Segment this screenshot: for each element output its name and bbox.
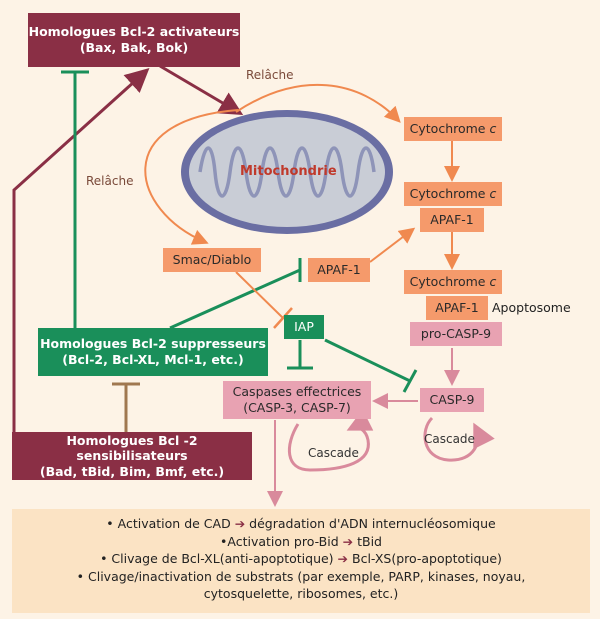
apaf1-label: APAF-1 bbox=[430, 212, 474, 228]
sensitizers-title: Homologues Bcl -2 sensibilisateurs bbox=[66, 432, 198, 464]
effect-text: dégradation d'ADN internucléosomique bbox=[249, 516, 496, 531]
effect-line-1: • Activation de CAD ➔ dégradation d'ADN … bbox=[20, 515, 582, 533]
cytochrome-label: Cytochrome bbox=[409, 186, 486, 202]
cytochrome-italic: c bbox=[489, 274, 497, 290]
smac-label: Smac/Diablo bbox=[172, 252, 252, 268]
apaf1-label: APAF-1 bbox=[435, 300, 479, 316]
pro-casp9-box: pro-CASP-9 bbox=[410, 322, 502, 346]
cytochrome-italic: c bbox=[489, 121, 497, 137]
effect-line-2: •Activation pro-Bid ➔ tBid bbox=[20, 533, 582, 551]
effect-line-4: • Clivage/inactivation de substrats (par… bbox=[76, 568, 526, 584]
arrow-right-icon: ➔ bbox=[234, 516, 246, 531]
cascade-left-label: Cascade bbox=[308, 446, 359, 460]
caspases-title: Caspases effectrices bbox=[232, 384, 362, 400]
apoptosome-label: Apoptosome bbox=[492, 300, 571, 315]
release-cytochrome-arrow bbox=[235, 83, 401, 123]
casp9-label: CASP-9 bbox=[429, 392, 475, 408]
iap-label: IAP bbox=[294, 319, 314, 335]
effect-line-3: • Clivage de Bcl-XL(anti-apoptotique) ➔ … bbox=[20, 550, 582, 568]
apaf1-box-3: APAF-1 bbox=[308, 258, 370, 282]
mitochondrion-shape bbox=[181, 110, 393, 234]
suppressors-title: Homologues Bcl-2 suppresseurs bbox=[40, 336, 266, 352]
pro-casp9-label: pro-CASP-9 bbox=[420, 326, 492, 342]
relache-top-label: Relâche bbox=[246, 68, 294, 82]
apaf1-box: APAF-1 bbox=[420, 208, 484, 232]
release-smac-arrow bbox=[144, 109, 239, 245]
effect-text: • Activation de CAD bbox=[106, 516, 231, 531]
caspases-members: (CASP-3, CASP-7) bbox=[243, 400, 351, 415]
effect-line-5: cytosquelette, ribosomes, etc.) bbox=[203, 586, 399, 601]
effector-caspases-box: Caspases effectrices (CASP-3, CASP-7) bbox=[223, 381, 371, 419]
bcl2-suppressors-box: Homologues Bcl-2 suppresseurs (Bcl-2, Bc… bbox=[38, 328, 268, 376]
activators-title: Homologues Bcl-2 activateurs bbox=[28, 24, 240, 40]
cytochrome-label: Cytochrome bbox=[409, 121, 486, 137]
smac-diablo-box: Smac/Diablo bbox=[163, 248, 261, 272]
apaf1-label: APAF-1 bbox=[317, 262, 361, 278]
relache-left-label: Relâche bbox=[86, 174, 134, 188]
iap-box: IAP bbox=[284, 315, 324, 339]
bcl2-activators-box: Homologues Bcl-2 activateurs (Bax, Bak, … bbox=[28, 13, 240, 67]
cytochrome-c-box-3: Cytochrome c bbox=[404, 270, 502, 294]
activators-members: (Bax, Bak, Bok) bbox=[79, 40, 189, 55]
cytochrome-c-box: Cytochrome c bbox=[404, 117, 502, 141]
iap-inhibit-casp9 bbox=[324, 338, 411, 383]
effect-text: •Activation pro-Bid bbox=[220, 533, 339, 549]
bcl2-sensitizers-box: Homologues Bcl -2 sensibilisateurs (Bad,… bbox=[12, 432, 252, 480]
cytochrome-italic: c bbox=[489, 186, 497, 202]
sensitizers-to-activators-arrow bbox=[12, 67, 150, 440]
arrow-right-icon: ➔ bbox=[337, 551, 349, 566]
sensitizers-members: (Bad, tBid, Bim, Bmf, etc.) bbox=[39, 463, 225, 479]
activators-to-mito-arrow bbox=[159, 64, 244, 116]
effect-text: Bcl-XS(pro-apoptotique) bbox=[352, 551, 502, 566]
effect-text: tBid bbox=[357, 533, 382, 549]
cascade-right-label: Cascade bbox=[424, 432, 475, 446]
effects-panel: • Activation de CAD ➔ dégradation d'ADN … bbox=[12, 509, 590, 613]
apaf1-box-2: APAF-1 bbox=[426, 296, 488, 320]
suppressors-inhibit-apaf bbox=[169, 268, 301, 330]
smac-inhibit-iap bbox=[235, 271, 284, 319]
arrow-right-icon: ➔ bbox=[342, 533, 354, 549]
suppressors-members: (Bcl-2, Bcl-XL, Mcl-1, etc.) bbox=[62, 352, 244, 367]
mitochondria-label: Mitochondrie bbox=[240, 164, 337, 179]
effect-text: • Clivage de Bcl-XL(anti-apoptotique) bbox=[100, 551, 334, 566]
cytochrome-label: Cytochrome bbox=[409, 274, 486, 290]
casp9-box: CASP-9 bbox=[420, 388, 484, 412]
cytochrome-c-box-2: Cytochrome c bbox=[404, 182, 502, 206]
